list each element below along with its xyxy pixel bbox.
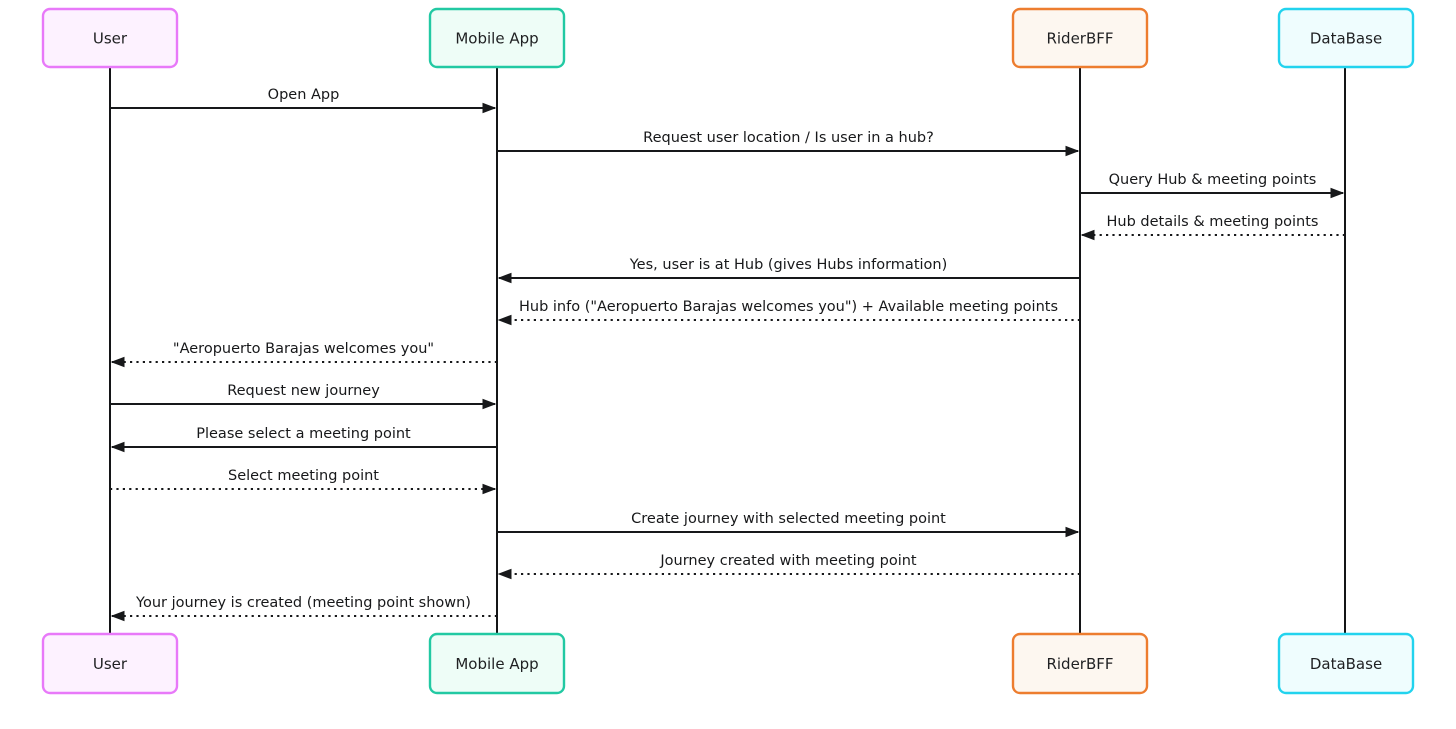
participant-box-shape [1011, 7, 1149, 69]
participant-box-shape [1277, 7, 1415, 69]
participant-box-shape [41, 632, 179, 695]
message-2[interactable]: Request user location / Is user in a hub… [497, 130, 1080, 157]
lifelines-layer [109, 67, 1346, 634]
message-7[interactable]: "Aeropuerto Barajas welcomes you" [110, 341, 497, 368]
participant-label: DataBase [1310, 30, 1382, 48]
participant-label: User [93, 30, 128, 48]
participant-label: Mobile App [455, 655, 538, 673]
participant-box-user-bottom[interactable]: User [41, 632, 179, 695]
participant-label: RiderBFF [1046, 30, 1113, 48]
message-8[interactable]: Request new journey [110, 383, 497, 410]
participant-label: User [93, 655, 128, 673]
participant-label: RiderBFF [1046, 655, 1113, 673]
message-label: Create journey with selected meeting poi… [631, 511, 946, 527]
message-12[interactable]: Journey created with meeting point [497, 553, 1080, 580]
message-label: "Aeropuerto Barajas welcomes you" [173, 341, 434, 357]
participant-box-user-top[interactable]: User [41, 7, 179, 69]
participant-box-shape [428, 7, 566, 69]
message-13[interactable]: Your journey is created (meeting point s… [110, 595, 497, 622]
participant-box-shape [1277, 632, 1415, 695]
message-label: Request new journey [227, 383, 380, 399]
message-6[interactable]: Hub info ("Aeropuerto Barajas welcomes y… [497, 299, 1080, 326]
message-label: Please select a meeting point [196, 426, 411, 442]
message-11[interactable]: Create journey with selected meeting poi… [497, 511, 1080, 538]
message-label: Query Hub & meeting points [1109, 172, 1317, 188]
message-4[interactable]: Hub details & meeting points [1080, 214, 1345, 241]
message-label: Hub details & meeting points [1107, 214, 1319, 230]
participant-box-shape [1011, 632, 1149, 695]
participant-box-shape [41, 7, 179, 69]
message-label: Your journey is created (meeting point s… [135, 595, 471, 611]
message-1[interactable]: Open App [110, 87, 497, 114]
participant-box-mobileapp-top[interactable]: Mobile App [428, 7, 566, 69]
message-label: Yes, user is at Hub (gives Hubs informat… [629, 257, 948, 273]
message-label: Journey created with meeting point [659, 553, 917, 569]
message-label: Hub info ("Aeropuerto Barajas welcomes y… [519, 299, 1058, 315]
message-label: Open App [268, 87, 340, 103]
participant-box-shape [428, 632, 566, 695]
participant-box-database-top[interactable]: DataBase [1277, 7, 1415, 69]
participant-box-riderbff-bottom[interactable]: RiderBFF [1011, 632, 1149, 695]
participant-label: DataBase [1310, 655, 1382, 673]
message-5[interactable]: Yes, user is at Hub (gives Hubs informat… [497, 257, 1080, 284]
message-10[interactable]: Select meeting point [110, 468, 497, 495]
participant-box-database-bottom[interactable]: DataBase [1277, 632, 1415, 695]
participant-box-riderbff-top[interactable]: RiderBFF [1011, 7, 1149, 69]
participant-label: Mobile App [455, 30, 538, 48]
message-label: Request user location / Is user in a hub… [643, 130, 934, 146]
message-label: Select meeting point [228, 468, 379, 484]
participant-box-mobileapp-bottom[interactable]: Mobile App [428, 632, 566, 695]
message-9[interactable]: Please select a meeting point [110, 426, 497, 453]
message-3[interactable]: Query Hub & meeting points [1080, 172, 1345, 199]
